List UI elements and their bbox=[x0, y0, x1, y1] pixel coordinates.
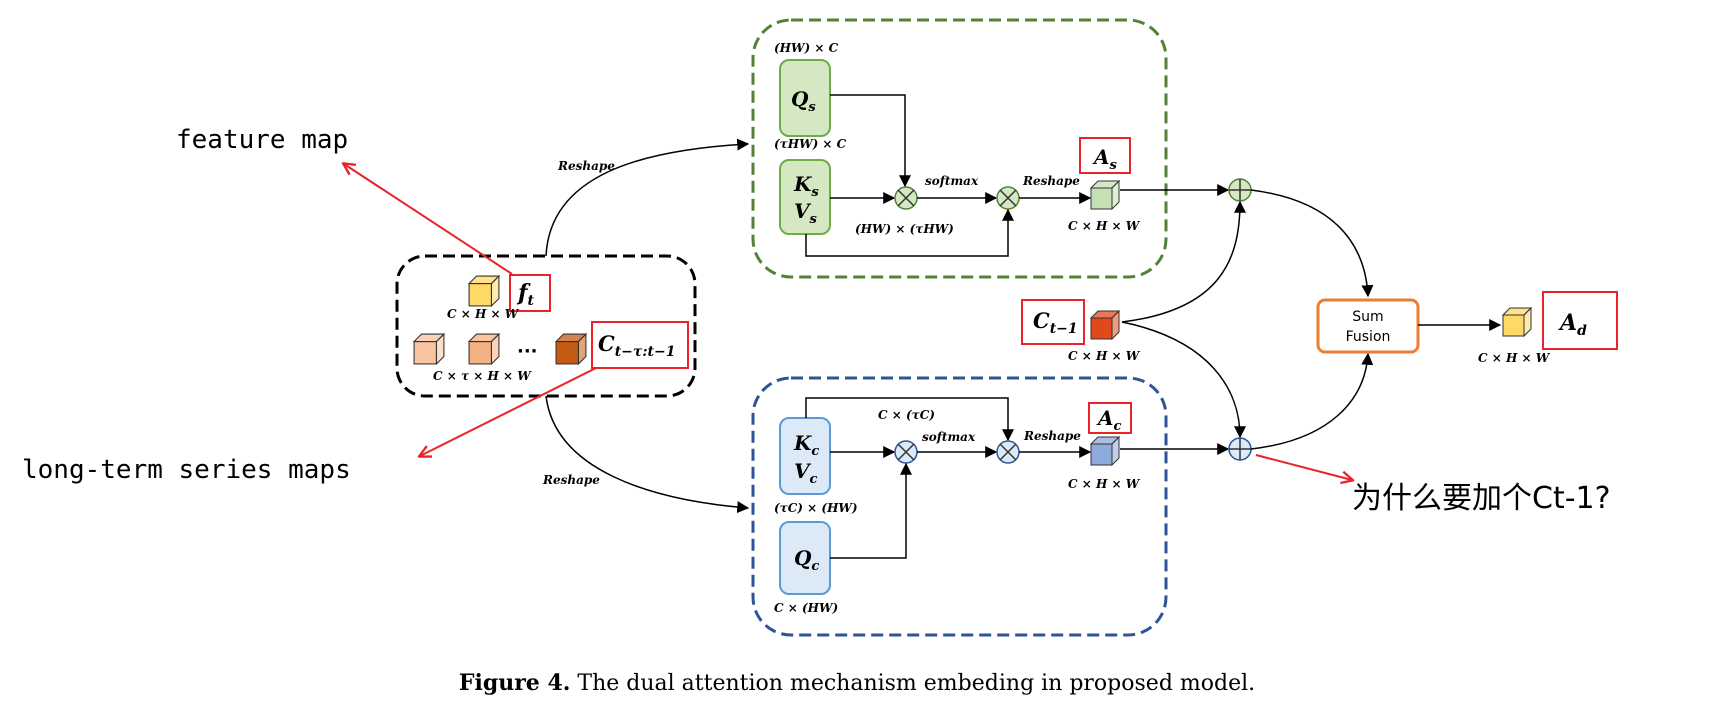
question-annotation: 为什么要加个Ct-1? bbox=[1352, 481, 1611, 516]
output-cube bbox=[1502, 307, 1532, 337]
sum-fusion-block bbox=[1316, 298, 1420, 354]
ft-dim: C × H × W bbox=[447, 307, 520, 321]
spatial-multiply-node-1 bbox=[894, 186, 918, 210]
spatial-q-label: Qs bbox=[791, 87, 816, 115]
spatial-output-highlight bbox=[1079, 137, 1131, 174]
spatial-kv-box bbox=[779, 159, 831, 235]
prev-cube bbox=[1090, 310, 1120, 340]
prev-dim: C × H × W bbox=[1068, 349, 1141, 363]
prev-highlight bbox=[1021, 299, 1085, 345]
channel-add-to-fusion bbox=[1250, 352, 1374, 450]
prev-to-spatial-add bbox=[1121, 200, 1246, 323]
channel-output-dim: C × H × W bbox=[1068, 477, 1141, 491]
spatial-q-box bbox=[779, 59, 831, 137]
channel-kv-box bbox=[779, 417, 831, 495]
channel-add-node bbox=[1228, 437, 1252, 461]
spatial-output-dim: C × H × W bbox=[1068, 219, 1141, 233]
channel-reshape-in-label: Reshape bbox=[542, 473, 600, 487]
channel-v-label: Vc bbox=[794, 459, 818, 487]
ft-highlight bbox=[509, 274, 551, 312]
channel-v-skip-line bbox=[805, 397, 1014, 442]
channel-reshape-out-label: Reshape bbox=[1023, 429, 1081, 443]
spatial-q-dim: (HW) × C bbox=[774, 41, 839, 55]
spatial-output-label: As bbox=[1092, 145, 1118, 173]
series-cube-1 bbox=[413, 333, 445, 365]
input-group bbox=[395, 254, 697, 398]
figure-caption: Figure 4. The dual attention mechanism e… bbox=[459, 670, 1255, 696]
output-highlight bbox=[1542, 291, 1618, 350]
spatial-v-label: Vs bbox=[794, 199, 818, 227]
ft-cube bbox=[468, 275, 500, 307]
channel-attention-group bbox=[751, 376, 1168, 637]
spatial-attention-group bbox=[751, 18, 1168, 279]
input-to-channel-curve bbox=[545, 395, 750, 514]
channel-q-label: Qc bbox=[794, 546, 819, 574]
spatial-multiply-node-2 bbox=[996, 186, 1020, 210]
prev-to-channel-add bbox=[1121, 321, 1246, 439]
feature-map-arrow bbox=[344, 164, 513, 275]
spatial-k-label: Ks bbox=[793, 172, 819, 200]
spatial-v-skip-line bbox=[805, 208, 1014, 257]
ft-label: ft bbox=[516, 280, 534, 309]
channel-multiply-node-2 bbox=[996, 440, 1020, 464]
channel-softmax-label: softmax bbox=[922, 430, 976, 444]
channel-q-dim: C × (HW) bbox=[774, 601, 838, 615]
channel-output-highlight bbox=[1088, 402, 1132, 434]
output-dim: C × H × W bbox=[1478, 351, 1551, 365]
spatial-reshape-in-label: Reshape bbox=[557, 159, 615, 173]
spatial-output-cube bbox=[1090, 180, 1120, 210]
channel-multiply-node-1 bbox=[894, 440, 918, 464]
spatial-add-node bbox=[1228, 178, 1252, 202]
series-ellipsis: ··· bbox=[517, 341, 538, 362]
series-label: Ct−τ:t−1 bbox=[598, 331, 675, 360]
spatial-q-line bbox=[830, 94, 911, 188]
spatial-softmax-label: softmax bbox=[925, 174, 979, 188]
output-label: Ad bbox=[1558, 310, 1587, 339]
channel-kv-dim: (τC) × (HW) bbox=[774, 501, 858, 515]
channel-top-dim: C × (τC) bbox=[878, 408, 935, 422]
sum-fusion-line2: Fusion bbox=[1346, 329, 1391, 345]
series-cube-3 bbox=[555, 333, 587, 365]
input-to-spatial-curve bbox=[545, 138, 750, 257]
long-term-annotation: long-term series maps bbox=[22, 455, 351, 485]
question-arrow bbox=[1255, 454, 1352, 480]
sum-fusion-line1: Sum bbox=[1352, 309, 1383, 325]
channel-output-label: Ac bbox=[1096, 406, 1122, 434]
feature-map-annotation: feature map bbox=[176, 125, 348, 155]
spatial-mul-dim: (HW) × (τHW) bbox=[855, 222, 954, 236]
series-highlight bbox=[591, 321, 689, 369]
long-term-arrow bbox=[420, 367, 597, 456]
channel-output-cube bbox=[1090, 436, 1120, 466]
series-cube-2 bbox=[468, 333, 500, 365]
spatial-k-dim: (τHW) × C bbox=[774, 137, 847, 151]
channel-k-label: Kc bbox=[793, 431, 819, 459]
series-dim: C × τ × H × W bbox=[433, 369, 532, 383]
spatial-reshape-out-label: Reshape bbox=[1022, 174, 1080, 188]
prev-label: Ct−1 bbox=[1033, 308, 1078, 337]
channel-q-line bbox=[830, 462, 912, 559]
spatial-add-to-fusion bbox=[1250, 189, 1374, 298]
